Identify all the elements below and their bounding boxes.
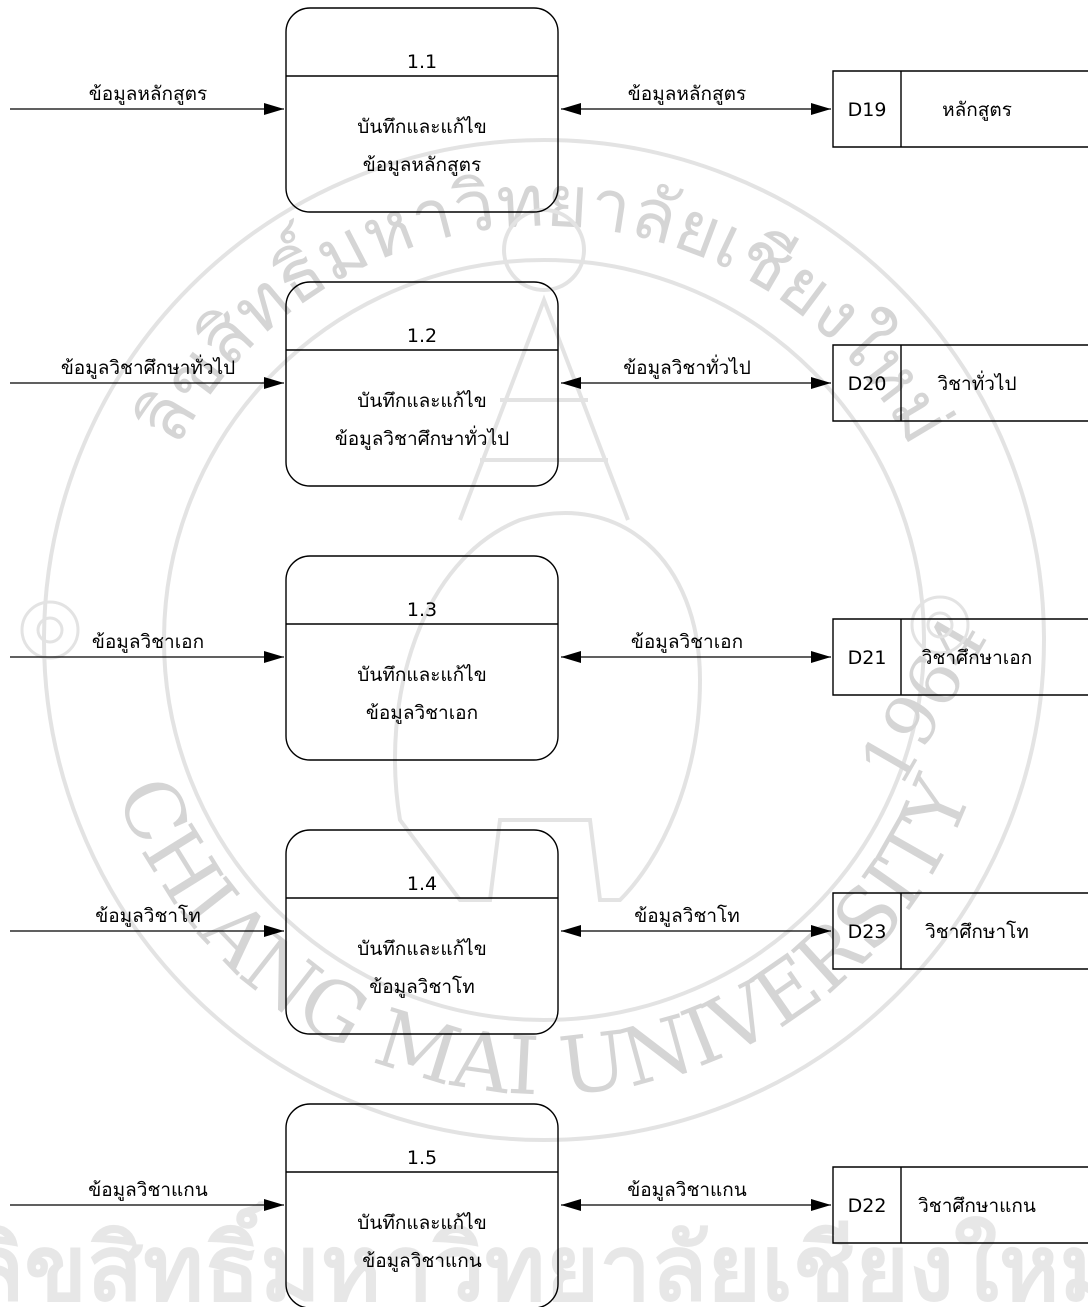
watermark-footer: ลิขสิทธิ์มหาวิทยาลัยเชียงใหม่ <box>0 1200 1088 1307</box>
process-name-line2: ข้อมูลวิชาเอก <box>366 702 478 724</box>
input-flow-label: ข้อมูลวิชาแกน <box>88 1179 208 1201</box>
store-flow-label: ข้อมูลวิชาแกน <box>627 1179 747 1201</box>
process-name-line1: บันทึกและแก้ไข <box>357 390 486 412</box>
data-store-name: วิชาทั่วไป <box>937 370 1016 395</box>
process-name-line2: ข้อมูลวิชาศึกษาทั่วไป <box>335 425 509 450</box>
store-flow-label: ข้อมูลวิชาทั่วไป <box>623 354 751 379</box>
process-box <box>285 555 559 761</box>
input-flow-label: ข้อมูลวิชาศึกษาทั่วไป <box>61 354 235 379</box>
process-name-line2: ข้อมูลวิชาโท <box>369 975 475 998</box>
process-rows: ข้อมูลหลักสูตร1.1บันทึกและแก้ไขข้อมูลหลั… <box>10 7 1088 1309</box>
process-box <box>285 7 559 213</box>
data-store-name: หลักสูตร <box>942 99 1012 121</box>
process-box <box>285 829 559 1035</box>
process-name-line1: บันทึกและแก้ไข <box>357 938 486 960</box>
data-store-shape <box>832 70 1088 148</box>
process-id: 1.1 <box>407 51 437 73</box>
input-flow-label: ข้อมูลวิชาเอก <box>92 631 204 653</box>
process-id: 1.4 <box>407 873 437 895</box>
watermark-year: 1964 <box>844 603 1004 798</box>
process-box <box>285 281 559 487</box>
process-row: ข้อมูลวิชาเอก1.3บันทึกและแก้ไขข้อมูลวิชา… <box>10 555 1088 761</box>
process-row: ข้อมูลวิชาแกน1.5บันทึกและแก้ไขข้อมูลวิชา… <box>10 1103 1088 1309</box>
process-name-line2: ข้อมูลหลักสูตร <box>363 154 481 176</box>
input-flow-label: ข้อมูลวิชาโท <box>95 904 201 927</box>
process-id: 1.3 <box>407 599 437 621</box>
data-store-shape <box>832 1166 1088 1244</box>
process-row: ข้อมูลหลักสูตร1.1บันทึกและแก้ไขข้อมูลหลั… <box>10 7 1088 213</box>
data-store-code: D23 <box>848 921 887 943</box>
data-store-shape <box>832 618 1088 696</box>
data-store-code: D19 <box>848 99 887 121</box>
elephant-emblem <box>393 208 703 902</box>
data-store-code: D21 <box>848 647 887 669</box>
data-store-name: วิชาศึกษาโท <box>925 920 1029 943</box>
process-id: 1.5 <box>407 1147 437 1169</box>
store-flow-label: ข้อมูลวิชาเอก <box>631 631 743 653</box>
store-flow-label: ข้อมูลหลักสูตร <box>628 83 746 105</box>
process-name-line1: บันทึกและแก้ไข <box>357 1212 486 1234</box>
store-flow-label: ข้อมูลวิชาโท <box>634 904 740 927</box>
input-flow-label: ข้อมูลหลักสูตร <box>89 83 207 105</box>
process-name-line1: บันทึกและแก้ไข <box>357 664 486 686</box>
process-row: ข้อมูลวิชาศึกษาทั่วไป1.2บันทึกและแก้ไขข้… <box>10 281 1088 487</box>
data-store-code: D22 <box>848 1195 887 1217</box>
data-store-name: วิชาศึกษาเอก <box>921 647 1032 669</box>
process-name-line1: บันทึกและแก้ไข <box>357 116 486 138</box>
data-store-code: D20 <box>848 373 887 395</box>
flower-ornament-left-icon <box>20 600 80 660</box>
watermark-ring-top: ลิขสิทธิ์มหาวิทยาลัยเชียงใหม่ <box>119 158 969 456</box>
data-store-shape <box>832 892 1088 970</box>
data-store-name: วิชาศึกษาแกน <box>918 1195 1036 1217</box>
process-id: 1.2 <box>407 325 437 347</box>
process-row: ข้อมูลวิชาโท1.4บันทึกและแก้ไขข้อมูลวิชาโ… <box>10 829 1088 1035</box>
process-name-line2: ข้อมูลวิชาแกน <box>362 1250 482 1272</box>
data-store-shape <box>832 344 1088 422</box>
flower-ornament-right-icon <box>910 595 970 655</box>
